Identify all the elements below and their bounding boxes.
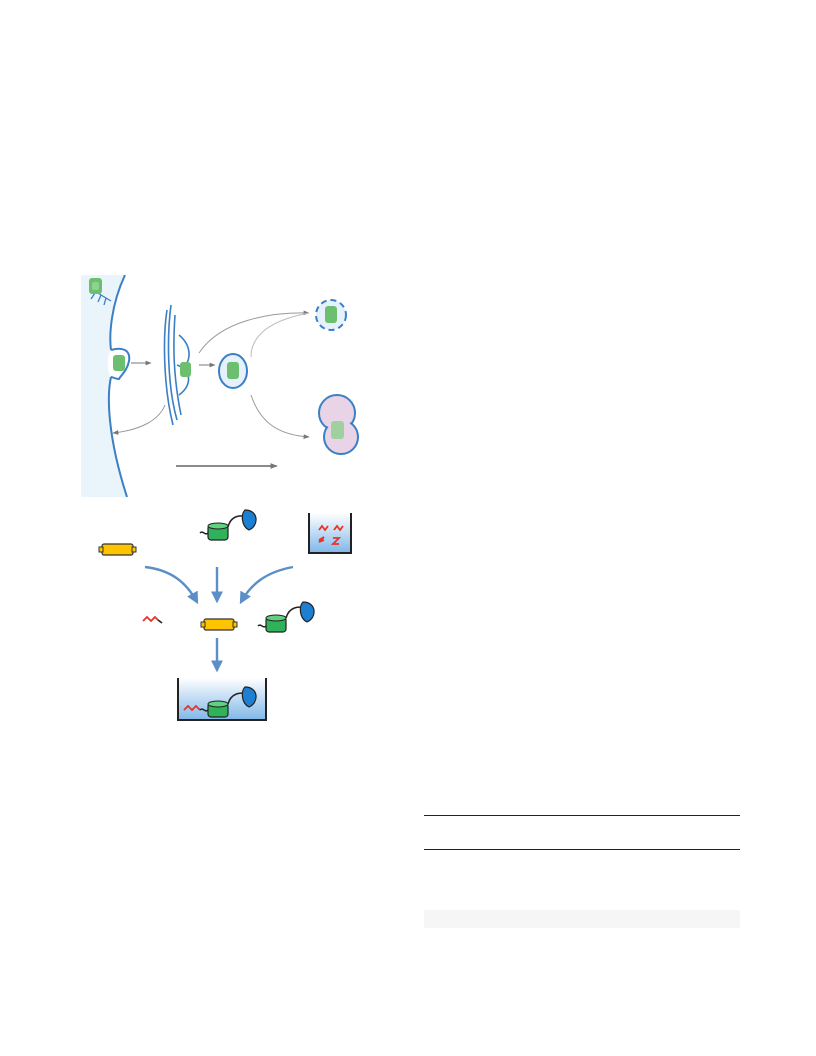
arrow-recycle: [112, 404, 166, 435]
answer-line: [424, 849, 740, 850]
cell-trafficking-figure: [81, 275, 390, 497]
well-icon: [308, 513, 352, 554]
arrow-merge: [250, 312, 310, 358]
cargo-protein-icon: [113, 355, 125, 371]
yellow-tube-icon: [98, 543, 137, 556]
vacuole-icon: [318, 394, 359, 455]
plasma-membrane-lower: [107, 376, 128, 497]
golgi-stack-icon: [163, 304, 190, 426]
arrow-up-right: [198, 310, 310, 354]
arrow-left: [144, 565, 199, 605]
green-barrel-icon: [257, 601, 315, 633]
assembled-complex-icon: [183, 686, 257, 718]
cargo-protein-icon: [89, 278, 102, 294]
extracellular-region: [81, 275, 127, 497]
secreted-vesicle-icon: [315, 299, 347, 331]
green-barrel-icon: [199, 509, 257, 541]
yellow-tube-icon: [200, 618, 238, 631]
plasma-membrane: [109, 275, 126, 351]
red-strand-icon: [142, 615, 159, 623]
arrow-right: [239, 565, 294, 605]
cargo-protein-icon: [180, 362, 191, 377]
arrow-down-right: [250, 394, 310, 440]
answer-line: [424, 815, 740, 816]
vesicle-icon: [218, 353, 248, 389]
assembly-figure: [98, 509, 352, 721]
shaded-block: [424, 910, 740, 928]
